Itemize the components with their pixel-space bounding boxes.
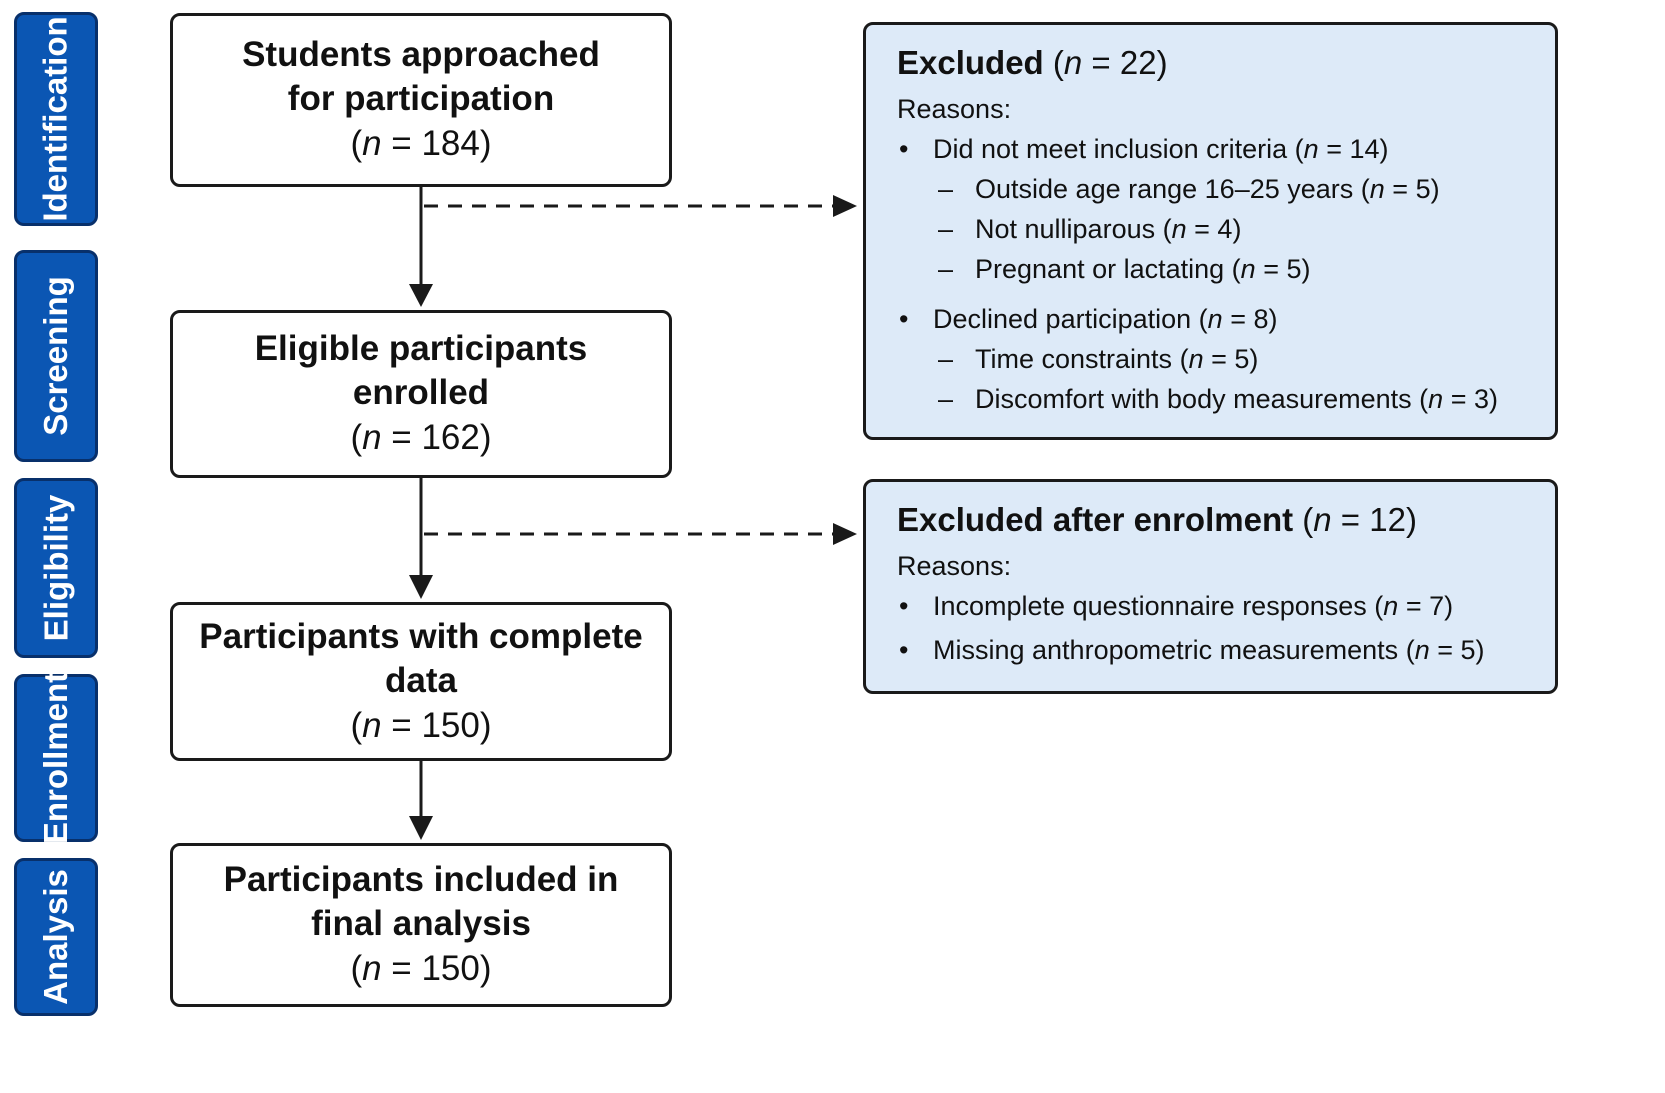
excluded-after-title: Excluded after enrolment: [897, 501, 1294, 538]
reason-label: Not nulliparous: [975, 214, 1156, 244]
count-value: 5: [1460, 635, 1476, 665]
count-value: 5: [1234, 344, 1250, 374]
count-value: 184: [421, 124, 480, 163]
box-title-line: enrolled: [352, 373, 490, 412]
box-count: (n = 150): [350, 949, 492, 988]
reason-label: Pregnant or lactating: [975, 254, 1225, 284]
count-value: 8: [1253, 304, 1269, 334]
dashed-arrow-to-excluded: [424, 195, 857, 217]
excluded-title: Excluded: [897, 44, 1044, 81]
reason-label: Time constraints: [975, 344, 1173, 374]
count-value: 3: [1473, 384, 1489, 414]
stage-tab-identification: Identification: [14, 12, 98, 226]
reason-label: Discomfort with body measurements: [975, 384, 1412, 414]
box-count: (n = 184): [350, 124, 492, 163]
box-count: (n = 162): [350, 418, 492, 457]
reason-label: Missing anthropometric measurements: [933, 635, 1399, 665]
reason-label: Outside age range 16–25 years: [975, 174, 1354, 204]
count-value: 150: [421, 705, 480, 745]
box-title-line: data: [385, 660, 457, 700]
arrow-approached-to-enrolled: [409, 186, 433, 307]
box-excluded-after-enrolment: Excluded after enrolment (n = 12) Reason…: [863, 479, 1558, 694]
count-value: 4: [1217, 214, 1233, 244]
box-excluded: Excluded (n = 22) Reasons: Did not meet …: [863, 22, 1558, 440]
reason-label: Incomplete questionnaire responses: [933, 591, 1367, 621]
box-title-line: final analysis: [311, 904, 531, 943]
reason-item: Not nulliparous (n = 4): [897, 209, 1555, 249]
count-value: 22: [1119, 44, 1157, 81]
box-eligible-enrolled: Eligible participants enrolled (n = 162): [170, 310, 672, 478]
excluded-after-heading: Excluded after enrolment (n = 12): [897, 501, 1417, 538]
excluded-heading: Excluded (n = 22): [897, 44, 1168, 81]
box-students-approached: Students approached for participation (n…: [170, 13, 672, 187]
count-value: 7: [1429, 591, 1445, 621]
box-title-line: Participants with complete: [199, 616, 643, 656]
reason-item: Pregnant or lactating (n = 5): [897, 249, 1555, 289]
stage-tab-enrollment: Enrollment: [14, 672, 98, 844]
reason-item: Discomfort with body measurements (n = 3…: [897, 379, 1555, 419]
reason-item: Incomplete questionnaire responses (n = …: [897, 586, 1555, 626]
count-value: 5: [1286, 254, 1302, 284]
reason-label: Declined participation: [933, 304, 1192, 334]
count-value: 162: [421, 418, 480, 457]
count-value: 12: [1369, 501, 1406, 538]
box-complete-data: Participants with complete data (n = 150…: [170, 602, 672, 761]
reason-item: Missing anthropometric measurements (n =…: [897, 630, 1555, 670]
count-value: 150: [421, 949, 480, 988]
count-value: 14: [1349, 134, 1380, 164]
arrow-complete-to-analysis: [409, 761, 433, 840]
reasons-label: Reasons:: [897, 551, 1012, 581]
box-title-line: Eligible participants: [254, 329, 588, 368]
dashed-arrow-to-excluded-after: [424, 523, 857, 545]
reasons-label: Reasons:: [897, 94, 1012, 124]
box-title-line: Students approached: [242, 35, 600, 74]
box-title-line: for participation: [287, 79, 555, 118]
arrow-enrolled-to-complete: [409, 478, 433, 599]
reason-item: Time constraints (n = 5): [897, 339, 1555, 379]
reason-group: Declined participation (n = 8): [897, 299, 1555, 339]
stage-tab-screening: Screening: [14, 250, 98, 462]
stage-tab-analysis: Analysis: [14, 858, 98, 1016]
reason-group: Did not meet inclusion criteria (n = 14): [897, 129, 1555, 169]
count-value: 5: [1415, 174, 1431, 204]
reason-label: Did not meet inclusion criteria: [933, 134, 1288, 164]
reason-item: Outside age range 16–25 years (n = 5): [897, 169, 1555, 209]
box-title-line: Participants included in: [223, 860, 619, 899]
box-count: (n = 150): [350, 705, 492, 745]
box-final-analysis: Participants included in final analysis …: [170, 843, 672, 1007]
stage-tab-eligibility: Eligibility: [14, 478, 98, 658]
